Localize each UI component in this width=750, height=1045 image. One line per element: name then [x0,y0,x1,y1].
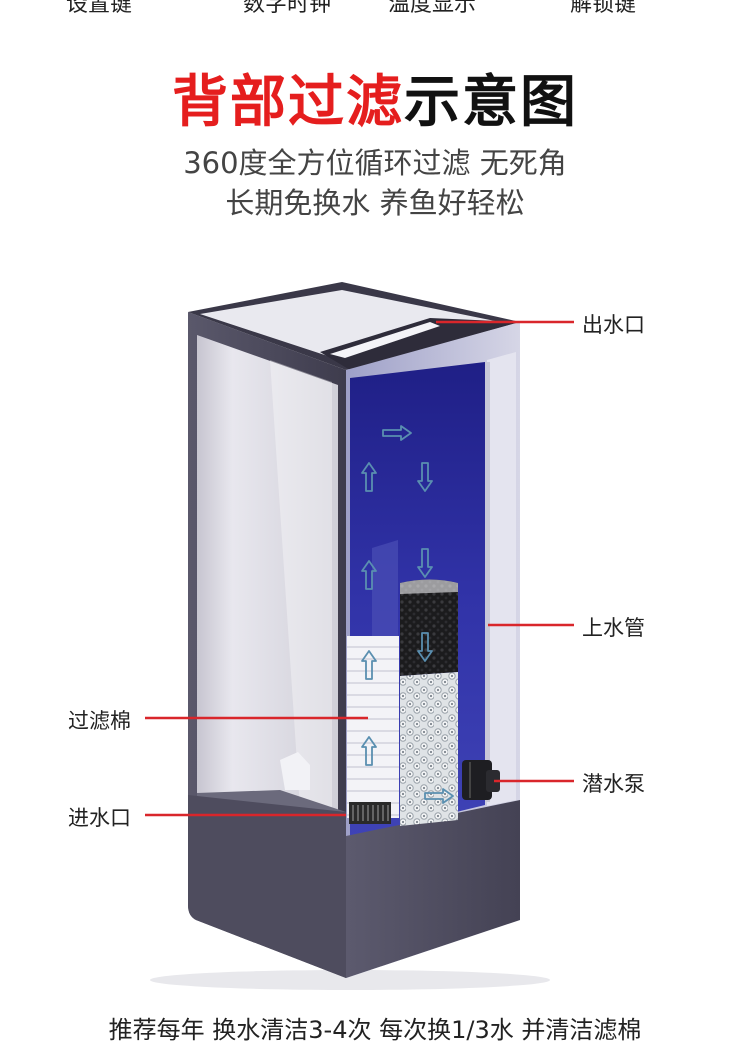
activated-carbon-bag [400,579,458,676]
carbon-bag-top [400,579,458,594]
left-ledge-highlight [280,752,310,790]
inner-partition [372,540,398,648]
tank-base-front [346,800,520,978]
floor-shadow [150,970,550,990]
tank-left-glass [197,335,338,836]
compartment-top-highlight [330,322,440,358]
top-label-digital-clock: 数字时钟 [243,0,332,17]
page-title: 背部过滤示意图 [0,68,750,138]
top-label-settings-key: 设置键 [66,0,133,17]
left-glass-reflection [270,360,332,820]
ceramic-rings-bag [400,672,458,826]
right-clear-strip [487,352,516,806]
inlet-grille [349,802,391,824]
label-pump: 潜水泵 [582,772,645,796]
title-black-part: 示意图 [404,70,578,135]
top-label-temperature: 温度显示 [388,0,477,17]
pump-outlet [486,770,500,792]
label-outlet: 出水口 [582,313,645,337]
subtitle-line-1: 360度全方位循环过滤 无死角 [183,146,567,180]
top-label-unlock-key: 解锁键 [570,0,637,17]
filter-cotton-stack [347,636,399,818]
filter-compartment-top [320,318,520,370]
label-inlet: 进水口 [68,806,131,830]
leader-lines [145,320,574,817]
title-red-part: 背部过滤 [172,70,404,135]
inlet-grille-slats [352,805,389,821]
top-caption-strip: 设置键 数字时钟 温度显示 解锁键 [0,0,750,17]
maintenance-note: 推荐每年 换水清洁3-4次 每次换1/3水 并清洁滤棉 [108,1016,642,1044]
subtitle-line-2: 长期免换水 养鱼好轻松 [225,186,525,220]
tank-top-opening [200,290,505,362]
tank-base-left [188,795,346,978]
label-filter-cotton: 过滤棉 [68,709,131,733]
riser-pipe [485,362,490,802]
label-riser-pipe: 上水管 [582,616,645,640]
